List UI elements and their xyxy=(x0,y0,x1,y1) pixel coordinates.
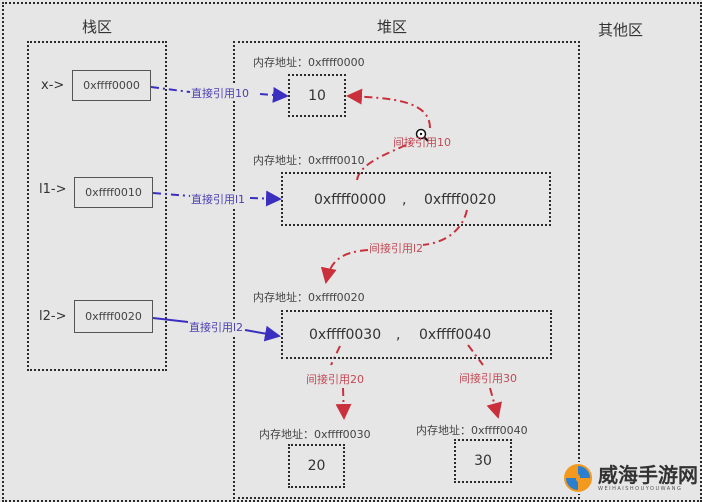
addr-label-20: 内存地址：0xffff0030 xyxy=(259,428,371,441)
var-x-label: x-> xyxy=(41,78,65,93)
heap-list-l2: 0xffff0030 , 0xffff0040 xyxy=(281,310,552,359)
value-20: 20 xyxy=(307,458,326,474)
direct-ref-label-x: 直接引用10 xyxy=(191,85,249,101)
addr-label-10: 内存地址：0xffff0000 xyxy=(253,56,365,69)
watermark-name: 威海手游网 xyxy=(598,463,698,487)
var-l1-label: l1-> xyxy=(39,182,67,197)
var-l2-label: l2-> xyxy=(39,309,67,324)
heap-object-30: 30 xyxy=(454,439,512,483)
indirect-arrow-l2 xyxy=(326,209,468,282)
addr-label-l2: 内存地址：0xffff0020 xyxy=(253,291,365,304)
addr-label-30: 内存地址：0xffff0040 xyxy=(416,424,528,437)
stack-cell-l1: 0xffff0010 xyxy=(74,177,153,208)
indirect-ref-label-l2: 间接引用l2 xyxy=(369,240,424,256)
indirect-arrow-30 xyxy=(467,344,498,417)
l1-item-0: 0xffff0000 xyxy=(314,192,387,208)
watermark: 威海手游网 WEIHAISHOUYOUWANG xyxy=(562,462,698,494)
indirect-arrow-10 xyxy=(348,96,431,181)
other-region-title: 其他区 xyxy=(598,21,644,39)
direct-arrow-l2 xyxy=(152,317,279,336)
heap-list-l1: 0xffff0000 , 0xffff0020 xyxy=(281,172,551,226)
value-30: 30 xyxy=(474,453,492,469)
direct-ref-label-l2: 直接引用l2 xyxy=(189,319,244,335)
watermark-logo-icon xyxy=(564,464,592,492)
indirect-arrow-20 xyxy=(331,345,344,418)
l2-separator: , xyxy=(396,327,401,343)
direct-ref-label-l1: 直接引用l1 xyxy=(191,191,246,207)
heap-object-20: 20 xyxy=(288,444,345,488)
l2-item-0: 0xffff0030 xyxy=(309,327,382,343)
heap-object-10: 10 xyxy=(288,74,346,117)
addr-label-l1: 内存地址：0xffff0010 xyxy=(253,154,365,167)
indirect-ref-label-20: 间接引用20 xyxy=(306,371,364,387)
stack-region-title: 栈区 xyxy=(82,18,113,36)
direct-arrow-x xyxy=(150,87,287,96)
magnifier-cursor-icon xyxy=(415,128,429,142)
direct-arrow-l1 xyxy=(152,193,280,199)
stack-region xyxy=(27,41,167,371)
heap-region xyxy=(233,41,580,499)
watermark-sub: WEIHAISHOUYOUWANG xyxy=(598,486,683,492)
heap-region-title: 堆区 xyxy=(377,18,408,36)
l1-item-1: 0xffff0020 xyxy=(424,192,497,208)
value-10: 10 xyxy=(308,87,326,104)
l1-separator: , xyxy=(402,192,407,208)
indirect-ref-label-30: 间接引用30 xyxy=(459,370,517,386)
stack-cell-x: 0xffff0000 xyxy=(72,70,151,101)
l2-item-1: 0xffff0040 xyxy=(419,327,492,343)
indirect-ref-label-10: 间接引用10 xyxy=(393,136,451,149)
stack-cell-l2: 0xffff0020 xyxy=(74,300,153,333)
